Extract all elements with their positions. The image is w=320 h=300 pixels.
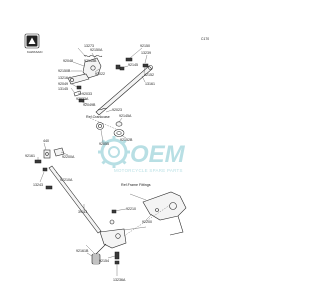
pawl — [73, 90, 82, 97]
brand-badge-text: KAWASAKI — [27, 50, 43, 54]
rod-end — [43, 149, 51, 159]
shift-mechanism-diagram: C170 KAWASAKI OEM MOTORCYCLE SPARE PARTS — [24, 33, 209, 282]
label-13216: 13216 — [58, 76, 68, 80]
ball-joint — [53, 147, 65, 157]
part-labels: 92150A 13273 92150 13239 92048 92145B 92… — [25, 44, 155, 282]
watermark-main: OEM — [130, 141, 186, 168]
rubber-ribs — [92, 255, 100, 263]
label-92033: 92033 — [82, 92, 92, 96]
bolt-a — [125, 57, 133, 62]
label-92152: 92152 — [144, 73, 154, 77]
pedal-stem — [95, 243, 107, 255]
label-92161: 92161 — [25, 154, 35, 158]
oil-seal-inner — [98, 124, 102, 128]
label-ref-crankcase: Ref.Crankcase — [86, 115, 110, 119]
label-92145a: 92145A — [119, 114, 132, 118]
label-39111: 39111 — [78, 210, 87, 214]
shift-plate — [82, 57, 102, 79]
label-92023: 92023 — [112, 108, 122, 112]
label-92210: 92210 — [126, 207, 136, 211]
frame-bracket — [142, 191, 187, 221]
nut-b — [119, 66, 125, 71]
pivot-bolt — [114, 251, 120, 260]
rod-nut — [45, 185, 53, 190]
label-ref-frame-fittings: Ref.Frame Fittings — [121, 183, 151, 187]
gear-watermark-icon — [98, 136, 130, 168]
collar-b — [78, 98, 85, 103]
return-spring — [83, 55, 103, 57]
label-13161: 13161 — [145, 82, 155, 86]
upper-shift-parts — [67, 55, 153, 116]
washer-inner — [116, 131, 122, 135]
label-92033a: 92033A — [76, 97, 89, 101]
label-92200a: 92200A — [62, 155, 75, 159]
label-92154: 92154 — [99, 259, 109, 263]
tie-rod — [48, 165, 102, 234]
label-92049: 92049 — [58, 82, 68, 86]
label-92210a: 92210A — [60, 178, 73, 182]
rod-end-hole — [45, 152, 49, 156]
shift-arm — [67, 73, 90, 85]
page-number: C170 — [201, 37, 209, 41]
dust-seal — [109, 219, 115, 225]
shift-pedal — [99, 228, 127, 249]
label-92150b: 92150B — [58, 69, 71, 73]
bracket-hole-small — [155, 208, 159, 212]
leader-lines — [37, 47, 153, 276]
kawasaki-badge-icon: KAWASAKI — [24, 33, 43, 54]
shaft-end — [148, 65, 153, 70]
plate-hole — [90, 65, 96, 71]
label-92145b: 92145B — [84, 59, 97, 63]
middle-seal-parts — [34, 121, 125, 172]
clip — [111, 209, 117, 214]
label-13239: 13239 — [141, 51, 151, 55]
label-92150: 92150 — [140, 44, 150, 48]
bolt-c — [34, 159, 42, 164]
label-13243: 13243 — [33, 183, 43, 187]
label-92152b: 92152B — [120, 138, 133, 142]
collar-a — [76, 85, 82, 90]
label-92048: 92048 — [63, 59, 73, 63]
washer — [113, 129, 125, 137]
nut-c — [42, 167, 48, 172]
label-92049b: 92049B — [83, 103, 96, 107]
label-440: 440 — [43, 139, 49, 143]
nut-a — [115, 64, 121, 70]
circlip — [115, 121, 123, 127]
label-92200: 92200 — [142, 220, 152, 224]
pivot-washer — [114, 260, 120, 265]
crankcase-dash — [89, 117, 119, 131]
label-13273: 13273 — [84, 44, 94, 48]
bolt-b — [142, 63, 149, 68]
label-92150a: 92150A — [90, 48, 103, 52]
arm-hole — [70, 78, 74, 82]
shaft-spring — [97, 107, 108, 111]
bracket-leg — [169, 215, 184, 236]
label-92161b: 92161B — [76, 249, 89, 253]
pedal-pivot — [115, 233, 121, 239]
lower-pedal-parts — [45, 117, 187, 265]
label-92022: 92022 — [95, 72, 105, 76]
watermark-sub: MOTORCYCLE SPARE PARTS — [114, 168, 183, 173]
oem-watermark: OEM MOTORCYCLE SPARE PARTS — [98, 136, 186, 173]
label-92055: 92055 — [99, 142, 109, 146]
label-13236a: 13236A — [113, 278, 126, 282]
label-13145: 13145 — [58, 87, 68, 91]
bracket-hole — [169, 202, 177, 210]
frame-dash-1 — [123, 204, 171, 237]
label-92145: 92145 — [128, 63, 138, 67]
